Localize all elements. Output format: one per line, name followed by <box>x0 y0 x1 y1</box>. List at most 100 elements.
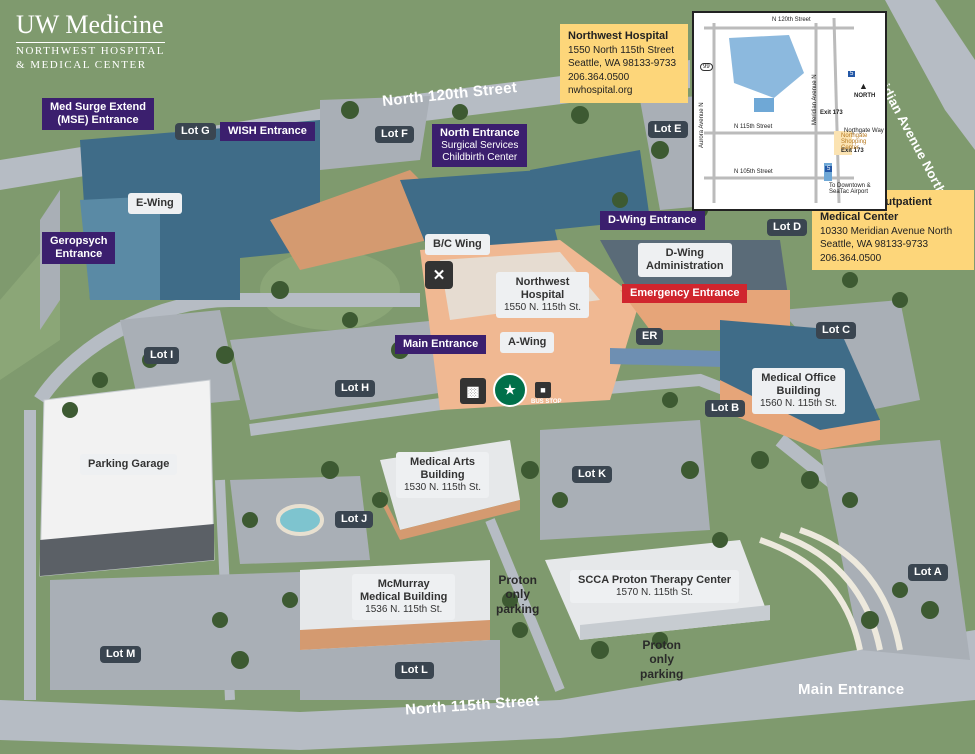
wish-entrance-label[interactable]: WISH Entrance <box>220 122 315 142</box>
bus-stop-label: BUS STOP <box>531 399 562 405</box>
lot-j-label[interactable]: Lot J <box>335 511 374 529</box>
dwing-entrance-label[interactable]: D-Wing Entrance <box>600 211 705 231</box>
lot-a-label[interactable]: Lot A <box>908 564 948 582</box>
lot-f-label[interactable]: Lot F <box>375 126 414 144</box>
inset-shopping-3: Center <box>841 145 860 151</box>
locator-map: N 120th Street N 115th Street N 105th St… <box>692 11 887 211</box>
mse-line1: Med Surge Extend <box>50 101 146 113</box>
main-entrance-bottom: Main Entrance <box>798 681 905 698</box>
emergency-entrance-label[interactable]: Emergency Entrance <box>622 284 748 304</box>
medarts-name2: Building <box>420 469 465 482</box>
north-entrance-label[interactable]: North Entrance Surgical Services Childbi… <box>432 124 528 168</box>
hwy-99-icon: 99 <box>700 63 713 71</box>
hospital-label: Northwest Hospital 1550 N. 115th St. <box>496 272 590 319</box>
lot-i-label[interactable]: Lot I <box>144 347 180 365</box>
dwing-admin-line2: Administration <box>646 260 724 273</box>
main-entrance-label[interactable]: Main Entrance <box>395 335 487 355</box>
starbucks-icon[interactable]: ★ <box>493 373 527 407</box>
proton2-line3: parking <box>640 666 684 681</box>
mob-addr: 1560 N. 115th St. <box>760 398 838 410</box>
card-outpatient-line1: 10330 Meridian Avenue North <box>820 225 953 237</box>
inset-downtown-2: SeaTac Airport <box>829 189 869 195</box>
lot-c-label[interactable]: Lot C <box>816 322 857 340</box>
inset-aurora: Aurora Avenue N <box>699 102 705 148</box>
lot-b-label[interactable]: Lot B <box>705 400 746 418</box>
geropsych-line1: Geropsych <box>50 235 108 247</box>
medarts-name1: Medical Arts <box>410 456 476 468</box>
er-label: ER <box>636 328 664 346</box>
brand-sub2: & MEDICAL CENTER <box>16 58 147 71</box>
medarts-addr: 1530 N. 115th St. <box>404 482 482 494</box>
medarts-label: Medical Arts Building 1530 N. 115th St. <box>396 452 490 499</box>
lot-m-area <box>50 572 300 690</box>
geropsych-entrance-label[interactable]: Geropsych Entrance <box>42 232 116 265</box>
inset-exit-a: Exit 173 <box>820 110 843 116</box>
inset-exit-b: Exit 173 <box>841 148 864 154</box>
proton1-line1: Proton <box>498 573 537 587</box>
card-hospital-line1: 1550 North 115th Street <box>568 44 674 56</box>
inset-downtown: To Downtown & SeaTac Airport <box>829 183 871 195</box>
card-hospital-title: Northwest Hospital <box>568 30 669 42</box>
inset-meridian: Meridian Avenue N <box>812 74 818 125</box>
scca-addr: 1570 N. 115th St. <box>615 587 694 599</box>
scca-label: SCCA Proton Therapy Center 1570 N. 115th… <box>570 570 740 604</box>
lot-h-label[interactable]: Lot H <box>335 380 376 398</box>
inset-north: NORTH <box>854 93 876 99</box>
hospital-name1: Northwest <box>515 276 570 288</box>
parking-garage-label: Parking Garage <box>80 454 178 476</box>
locator-map-drawing <box>704 17 854 204</box>
card-hospital-web[interactable]: nwhospital.org <box>568 85 633 97</box>
inset-shopping-1: Northgate <box>841 133 868 139</box>
dwing-admin-line1: D-Wing <box>665 247 704 259</box>
bus-stop-icon[interactable]: ■ <box>535 382 551 398</box>
inset-n115: N 115th Street <box>734 124 773 130</box>
hospital-addr: 1550 N. 115th St. <box>504 302 582 314</box>
proton2-line1: Proton <box>642 638 681 652</box>
mob-name1: Medical Office <box>761 372 836 384</box>
mcmurray-name2: Medical Building <box>360 591 448 604</box>
proton2-line2: only <box>649 652 674 667</box>
lot-e-label[interactable]: Lot E <box>648 121 688 139</box>
mcmurray-label: McMurray Medical Building 1536 N. 115th … <box>352 574 456 621</box>
north-115th-road <box>0 630 975 750</box>
inset-shopping-2: Shopping <box>841 139 867 145</box>
lot-l-label[interactable]: Lot L <box>395 662 434 680</box>
a-wing-label: A-Wing <box>500 332 555 354</box>
proton-parking-label-1: Proton only parking <box>496 573 539 616</box>
card-hospital-phone: 206.364.0500 <box>568 71 630 83</box>
lot-k-area <box>540 420 710 540</box>
lot-d-label[interactable]: Lot D <box>767 219 808 237</box>
geropsych-line2: Entrance <box>55 248 103 261</box>
north-entrance-title: North Entrance <box>440 127 520 139</box>
inset-n120: N 120th Street <box>772 17 811 23</box>
lot-m-label[interactable]: Lot M <box>100 646 142 664</box>
brand-logo: UW Medicine NORTHWEST HOSPITAL & MEDICAL… <box>16 10 166 73</box>
gift-icon[interactable]: ▩ <box>460 378 486 404</box>
mob-name2: Building <box>776 385 821 398</box>
inset-n105: N 105th Street <box>734 169 773 175</box>
lot-g-label[interactable]: Lot G <box>175 123 216 141</box>
card-outpatient-line2: Seattle, WA 98133-9733 <box>820 239 929 251</box>
inset-shopping: Northgate Shopping Center <box>841 133 867 151</box>
i5-icon: 5 <box>848 71 856 77</box>
d-wing-admin-label: D-Wing Administration <box>638 243 732 278</box>
proton-parking-label-2: Proton only parking <box>640 638 683 681</box>
scca-name: SCCA Proton Therapy Center <box>578 574 732 586</box>
lot-k-label[interactable]: Lot K <box>572 466 613 484</box>
fork-knife-icon[interactable]: ✕ <box>425 261 453 289</box>
mcmurray-name1: McMurray <box>377 578 430 590</box>
card-hospital-line2: Seattle, WA 98133-9733 <box>568 58 677 70</box>
mse-entrance-label[interactable]: Med Surge Extend (MSE) Entrance <box>42 98 154 131</box>
i5-icon-2: 5 <box>825 166 833 172</box>
mob-label: Medical Office Building 1560 N. 115th St… <box>752 368 846 415</box>
mcmurray-addr: 1536 N. 115th St. <box>365 604 443 616</box>
brand-subtitle: NORTHWEST HOSPITAL & MEDICAL CENTER <box>16 42 166 73</box>
inset-northgate: Northgate Way <box>844 128 884 134</box>
north-arrow-icon: ▲ <box>859 81 868 91</box>
bc-wing-label: B/C Wing <box>425 234 490 256</box>
hospital-name2: Hospital <box>520 289 565 302</box>
north-entrance-line2: Childbirth Center <box>442 152 518 164</box>
meridian-road <box>885 0 975 150</box>
northwest-hospital-card: Northwest Hospital 1550 North 115th Stre… <box>560 24 688 103</box>
card-outpatient-title2: Medical Center <box>820 210 899 223</box>
